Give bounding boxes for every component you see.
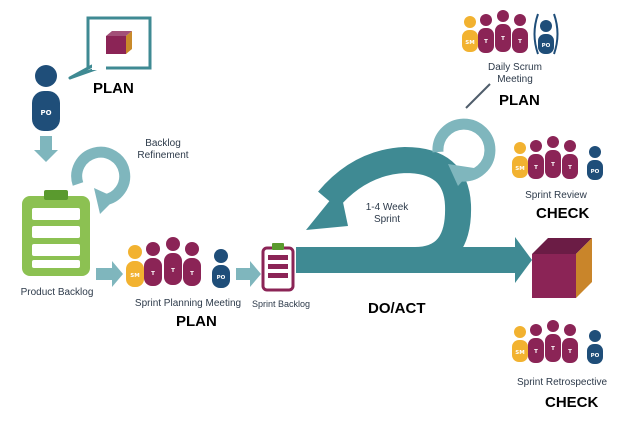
sprint-retrospective-label: Sprint Retrospective — [516, 377, 608, 388]
svg-text:PO: PO — [591, 169, 600, 175]
plan-label-daily: PLAN — [499, 92, 540, 109]
daily-scrum-label: Daily Scrum Meeting — [488, 62, 542, 85]
svg-text:PO: PO — [591, 353, 600, 359]
svg-text:T: T — [534, 165, 538, 171]
svg-text:T: T — [151, 271, 155, 277]
plan-label-planning: PLAN — [176, 313, 217, 330]
retrospective-team-icon: SM T T T PO — [512, 320, 603, 364]
sprint-backlog-label: Sprint Backlog — [251, 299, 311, 309]
svg-text:SM: SM — [515, 166, 524, 172]
sprint-review-team-icon: SM T T T PO — [512, 136, 603, 180]
svg-text:SM: SM — [515, 350, 524, 356]
product-backlog-label: Product Backlog — [20, 287, 94, 298]
down-arrow — [34, 136, 58, 162]
daily-scrum-cycle-arrow — [432, 118, 496, 186]
daily-scrum-connector — [465, 83, 491, 109]
svg-text:T: T — [568, 349, 572, 355]
planning-team-icon: SM T T T PO — [126, 237, 230, 288]
svg-text:T: T — [534, 349, 538, 355]
arrow-to-planning — [96, 261, 123, 287]
svg-text:PO: PO — [542, 43, 551, 49]
svg-text:T: T — [190, 271, 194, 277]
speech-bubble — [68, 16, 152, 80]
do-act-label: DO/ACT — [368, 300, 426, 317]
check-label-retrospective: CHECK — [545, 394, 599, 411]
daily-scrum-team-icon: SM T T T PO — [462, 10, 559, 55]
sprint-backlog-icon — [261, 243, 295, 292]
sprint-loop-arrow — [296, 146, 532, 283]
product-backlog-icon — [22, 190, 90, 276]
bubble-cube-icon — [106, 31, 132, 54]
product-increment-cube-icon — [532, 238, 592, 298]
sprint-review-label: Sprint Review — [525, 190, 587, 201]
svg-text:SM: SM — [130, 273, 139, 279]
arrow-to-sprint-backlog — [236, 261, 261, 287]
product-owner-icon: PO — [32, 65, 60, 131]
svg-text:T: T — [171, 268, 175, 274]
plan-label-po: PLAN — [93, 80, 134, 97]
svg-text:T: T — [518, 39, 522, 45]
check-label-review: CHECK — [536, 205, 590, 222]
svg-text:T: T — [484, 39, 488, 45]
svg-text:T: T — [551, 346, 555, 352]
backlog-refinement-label: Backlog Refinement — [137, 138, 189, 161]
refinement-cycle-arrow — [71, 146, 131, 214]
svg-text:T: T — [568, 165, 572, 171]
sprint-planning-label: Sprint Planning Meeting — [134, 298, 242, 309]
svg-text:PO: PO — [217, 275, 226, 281]
po-role-label: PO — [40, 109, 51, 117]
svg-text:SM: SM — [465, 40, 474, 46]
svg-text:T: T — [501, 36, 505, 42]
sprint-duration-label: 1-4 Week Sprint — [365, 202, 409, 225]
svg-text:T: T — [551, 162, 555, 168]
